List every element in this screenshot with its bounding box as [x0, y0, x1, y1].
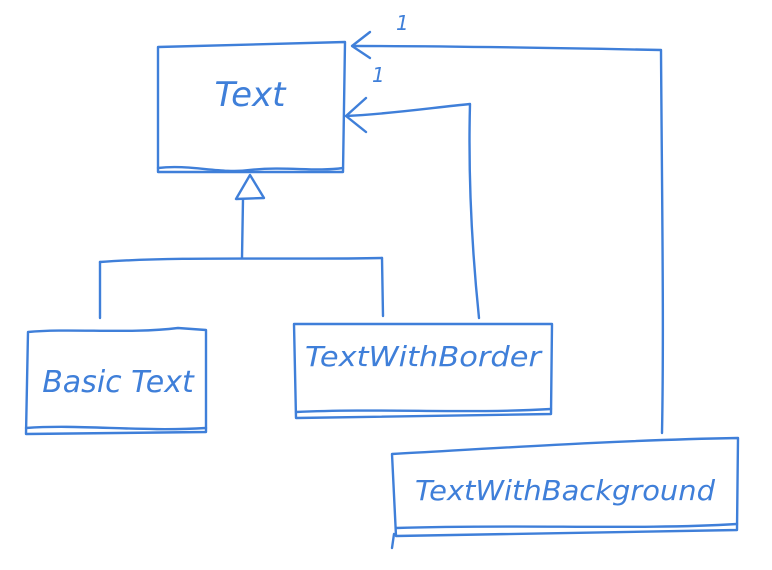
text-with-background-class-label: TextWithBackground [415, 474, 715, 507]
text-with-border-class-box: TextWithBorder [292, 322, 554, 420]
text-with-background-class-box: TextWithBackground [390, 436, 740, 550]
border-multiplicity: 1 [372, 63, 385, 87]
background-association-arrow: 1 [350, 11, 665, 435]
basic-text-class-box: Basic Text [24, 326, 208, 436]
text-class-label: Text [215, 75, 288, 115]
basic-text-class-label: Basic Text [42, 365, 195, 400]
border-association-arrow: 1 [344, 63, 481, 320]
background-multiplicity: 1 [396, 11, 409, 35]
text-class-box: Text [156, 40, 347, 174]
text-with-border-class-label: TextWithBorder [305, 340, 543, 373]
inheritance-connector [98, 197, 385, 320]
inheritance-triangle [234, 173, 266, 201]
